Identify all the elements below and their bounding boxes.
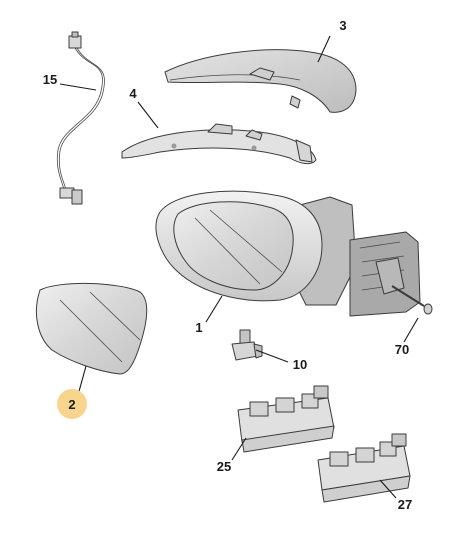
leader-2 (77, 365, 87, 396)
callout-3: 3 (339, 18, 346, 33)
mirror-glass-part (35, 282, 148, 375)
callout-15: 15 (43, 72, 57, 87)
adjuster-motor-left-part (237, 385, 335, 453)
leader-25 (231, 437, 247, 461)
mirror-cap-part (164, 49, 357, 113)
callout-70: 70 (395, 342, 409, 357)
callout-10: 10 (293, 357, 307, 372)
adjuster-motor-right-part (317, 433, 411, 503)
mirror-body-part (155, 190, 421, 317)
highlight-marker (57, 389, 87, 419)
callout-27: 27 (398, 497, 412, 512)
leader-10 (255, 349, 289, 363)
callout-2: 2 (68, 397, 75, 412)
leader-3 (317, 35, 331, 63)
screw-part (391, 285, 433, 315)
leader-1 (205, 295, 223, 323)
leader-15 (59, 83, 97, 91)
callout-1: 1 (195, 320, 202, 335)
leader-4 (137, 101, 159, 129)
callout-25: 25 (217, 459, 231, 474)
leader-70 (403, 317, 419, 343)
leader-27 (379, 479, 397, 499)
lamp-unit-part (231, 329, 263, 361)
side-indicator-part (121, 123, 317, 165)
callout-4: 4 (129, 86, 137, 101)
wiring-harness-part (56, 31, 105, 205)
